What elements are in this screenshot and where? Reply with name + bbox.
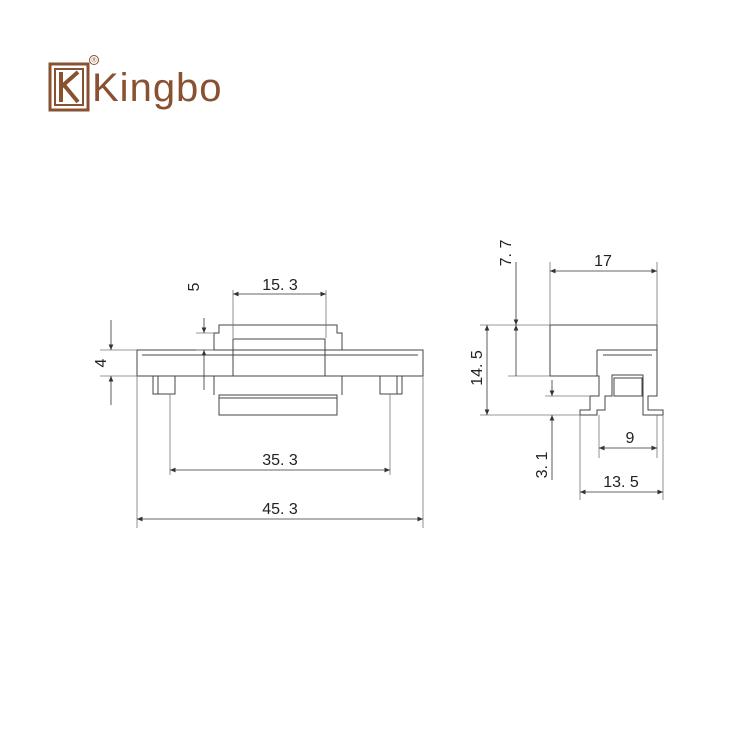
dim-right-lower: 3. 1 bbox=[534, 452, 551, 479]
dim-right-bottom: 13. 5 bbox=[603, 474, 639, 491]
dim-side-thickness: 4 bbox=[93, 358, 110, 367]
dim-right-depth: 17 bbox=[594, 253, 612, 270]
kingbo-logo-mark: ® bbox=[48, 55, 99, 112]
dim-right-top: 7. 7 bbox=[498, 240, 515, 267]
dim-right-pin-offset: 9 bbox=[626, 430, 635, 447]
dim-right-height: 14. 5 bbox=[469, 350, 486, 386]
dim-overall-width: 45. 3 bbox=[262, 501, 298, 518]
dim-top-step: 5 bbox=[186, 282, 203, 291]
side-view bbox=[549, 324, 664, 416]
registered-mark: ® bbox=[91, 57, 97, 65]
brand-name: Kingbo bbox=[92, 66, 223, 110]
dim-pin-spacing: 35. 3 bbox=[262, 452, 298, 469]
front-view bbox=[136, 324, 424, 416]
dim-top-width: 15. 3 bbox=[262, 277, 298, 294]
